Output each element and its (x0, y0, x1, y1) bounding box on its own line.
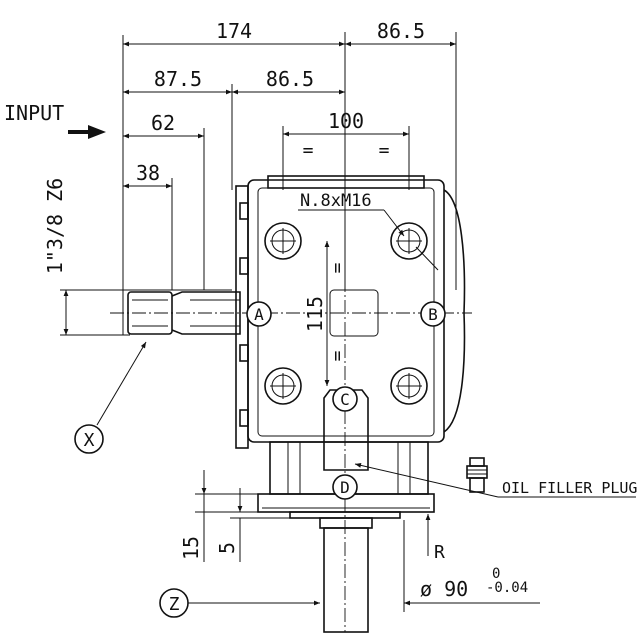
callout-z-label: Z (169, 594, 180, 615)
callout-c: C (332, 386, 358, 412)
input-label: INPUT (4, 101, 64, 125)
callout-c-label: C (340, 390, 350, 409)
dimension-62: 62 (123, 111, 204, 139)
bolt-hole-bottom-left (264, 367, 302, 405)
callout-x-label: X (84, 430, 95, 451)
equal-mark-left: = (303, 140, 314, 161)
dimension-115-label: 115 (303, 296, 327, 332)
dimension-100-label: 100 (328, 109, 364, 133)
bolt-hole-top-left (264, 222, 302, 260)
callout-d-label: D (340, 478, 350, 497)
callout-z: Z (159, 588, 189, 618)
oil-filler-plug: OIL FILLER PLUG (354, 457, 637, 498)
bolt-hole-bottom-right (390, 367, 428, 405)
input-indicator: INPUT (4, 101, 106, 139)
dimension-86-5-top-label: 86.5 (377, 19, 425, 43)
dimension-86-5-top: 86.5 (345, 19, 456, 47)
equal-mark-lower: = (327, 350, 348, 361)
dimension-15-label: 15 (179, 536, 203, 560)
dimension-115: 115 = = (303, 241, 348, 386)
dimension-62-label: 62 (151, 111, 175, 135)
dimension-86-5-mid: 86.5 (232, 67, 345, 95)
callout-b: B (420, 301, 446, 327)
dimension-15-5: 15 5 (179, 470, 290, 562)
dimension-38: 38 (123, 161, 172, 189)
dimension-5-label: 5 (215, 542, 239, 554)
shaft-spec-dimension: 1"3/8 Z6 (43, 178, 232, 336)
equal-mark-right: = (379, 140, 390, 161)
dimension-174-label: 174 (216, 19, 252, 43)
output-housing (257, 389, 435, 633)
bolt-hole-top-right (390, 222, 428, 260)
dimension-100: 100 = = (283, 109, 409, 161)
shaft-spec-label: 1"3/8 Z6 (43, 178, 67, 274)
callout-d: D (332, 474, 358, 500)
tolerance-upper-label: 0 (492, 566, 500, 582)
dimension-87-5: 87.5 (123, 67, 232, 95)
tolerance-lower-label: -0.04 (486, 580, 528, 596)
pilot-diameter-dimension: ø 90 0 -0.04 (188, 520, 540, 612)
rotation-r-label: R (434, 542, 445, 563)
dimension-38-label: 38 (136, 161, 160, 185)
input-shaft (110, 291, 472, 335)
dimension-86-5-mid-label: 86.5 (266, 67, 314, 91)
callout-x: X (74, 341, 147, 454)
bolt-spec-callout: N.8xM16 (298, 191, 439, 271)
equal-mark-upper: = (327, 262, 348, 273)
callout-a-label: A (254, 305, 264, 324)
rotation-indicator: R (425, 514, 445, 563)
oil-filler-plug-label: OIL FILLER PLUG (502, 479, 637, 497)
callout-a: A (246, 301, 272, 327)
input-arrow-icon (68, 125, 106, 139)
dimension-174: 174 (123, 19, 345, 47)
callout-b-label: B (428, 305, 438, 324)
dimension-87-5-label: 87.5 (154, 67, 202, 91)
pilot-diameter-label: ø 90 (420, 577, 468, 601)
bolt-spec-label: N.8xM16 (300, 191, 372, 211)
